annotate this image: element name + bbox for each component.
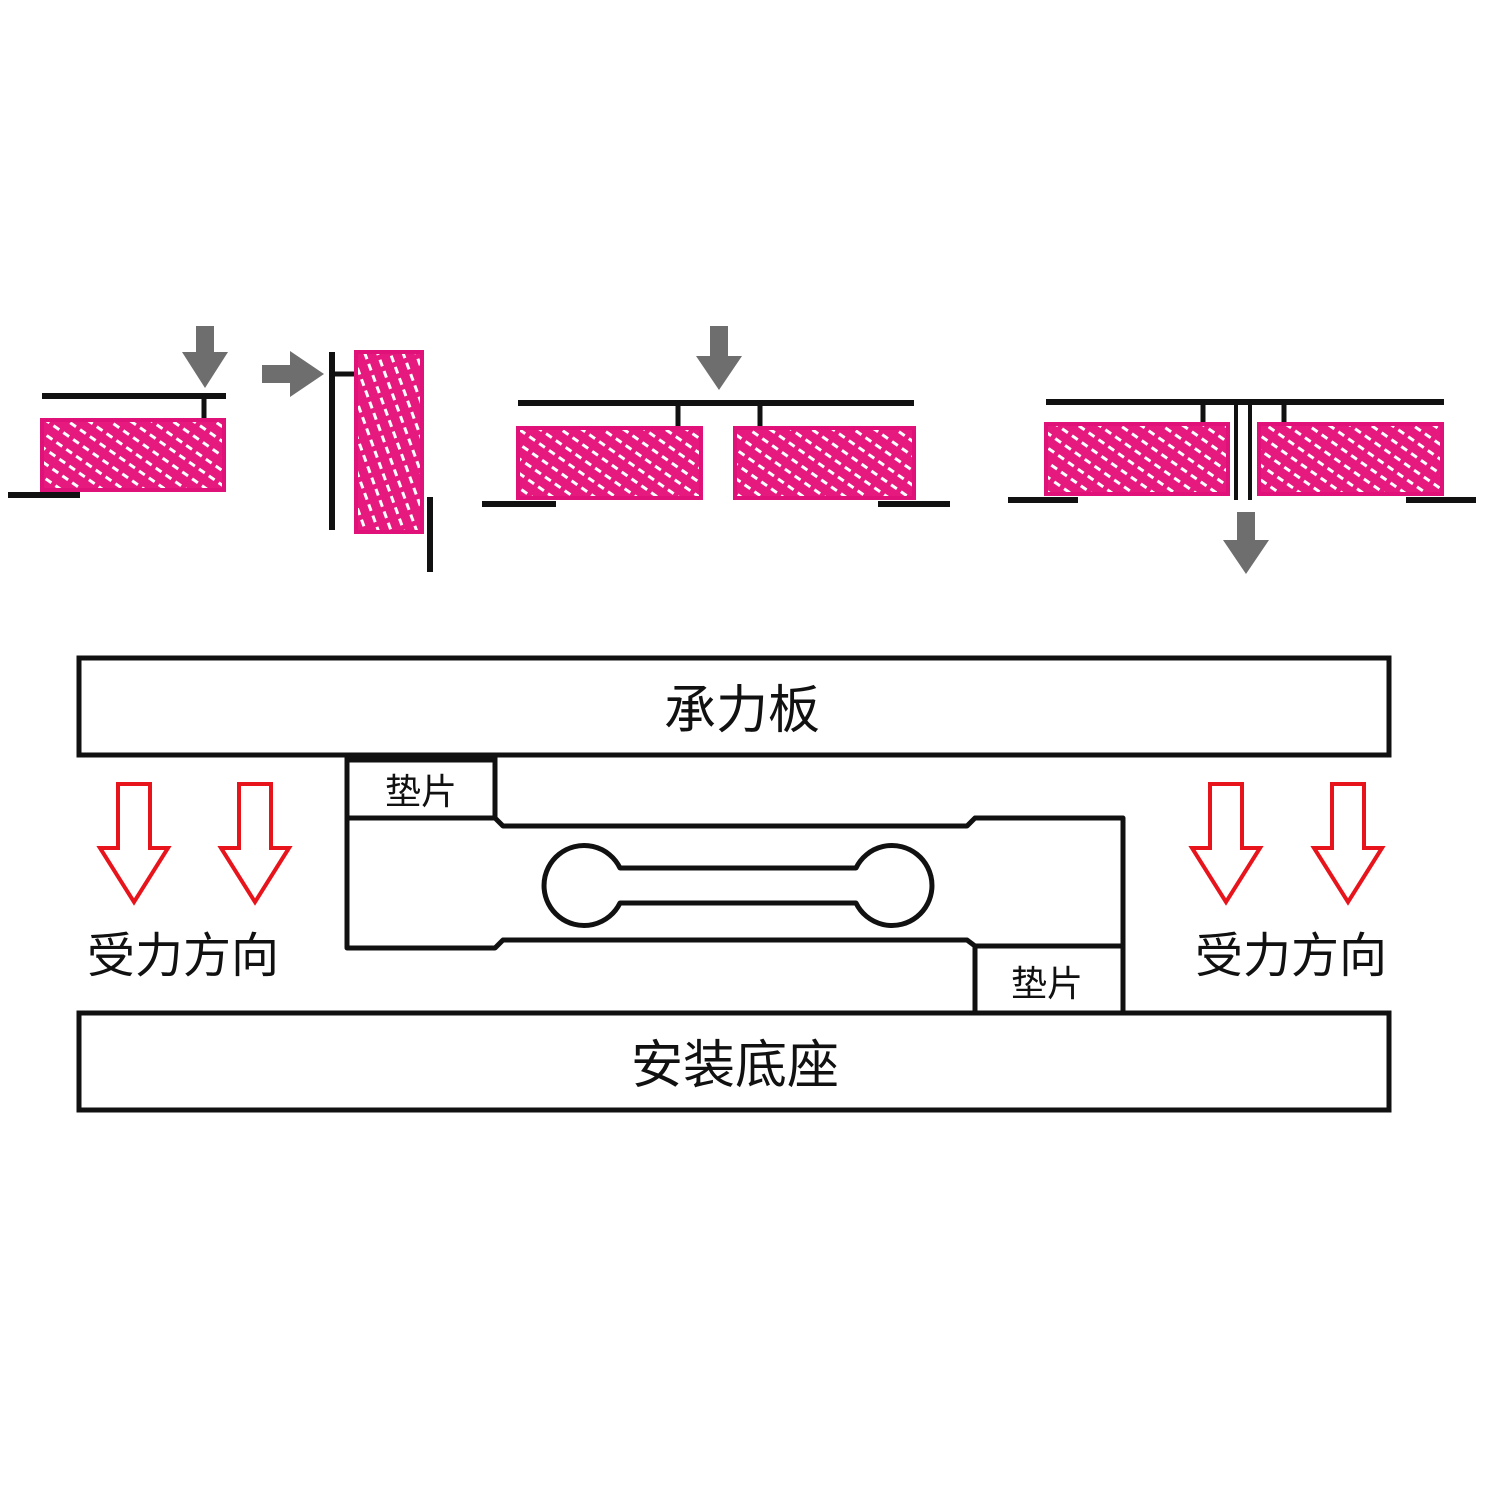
gray-down-arrow-icon — [182, 326, 228, 388]
shim-bottom-label: 垫片 — [1011, 964, 1083, 1005]
strain-gauge-hole — [541, 843, 935, 928]
hollow-down-arrow-icon — [1188, 782, 1264, 906]
example-single-cell-vertical — [8, 326, 228, 498]
example-dual-cell-center-load — [482, 326, 950, 507]
load-cell-block — [516, 426, 703, 500]
example-side-mount-horizontal — [262, 350, 433, 572]
installation-diagram: 承力板 垫片 垫片 安装底座 受力方向 受力方向 — [76, 655, 1392, 1113]
load-cell-block — [40, 418, 226, 492]
force-direction-label-right: 受力方向 — [1195, 928, 1387, 984]
example-dual-cell-hanging-load — [1008, 399, 1476, 574]
hollow-down-arrow-icon — [217, 782, 293, 906]
shim-top-label: 垫片 — [385, 772, 457, 813]
force-arrows-left — [96, 782, 293, 906]
shim-top — [344, 757, 498, 821]
mounting-base-label: 安装底座 — [631, 1036, 839, 1096]
gray-down-arrow-icon — [696, 326, 742, 390]
load-cell-block — [354, 350, 424, 534]
force-arrows-right — [1188, 782, 1386, 906]
mounting-base — [76, 1010, 1392, 1113]
gray-right-arrow-icon — [262, 351, 324, 397]
load-cell-block — [1044, 422, 1230, 496]
shim-bottom — [972, 943, 1126, 1016]
load-cell-block — [1257, 422, 1444, 496]
load-plate-label: 承力板 — [664, 681, 820, 741]
force-direction-label-left: 受力方向 — [87, 928, 279, 984]
load-cell-block — [733, 426, 916, 500]
load-plate — [76, 655, 1392, 758]
hollow-down-arrow-icon — [96, 782, 172, 906]
hollow-down-arrow-icon — [1310, 782, 1386, 906]
gray-down-arrow-icon — [1223, 512, 1269, 574]
